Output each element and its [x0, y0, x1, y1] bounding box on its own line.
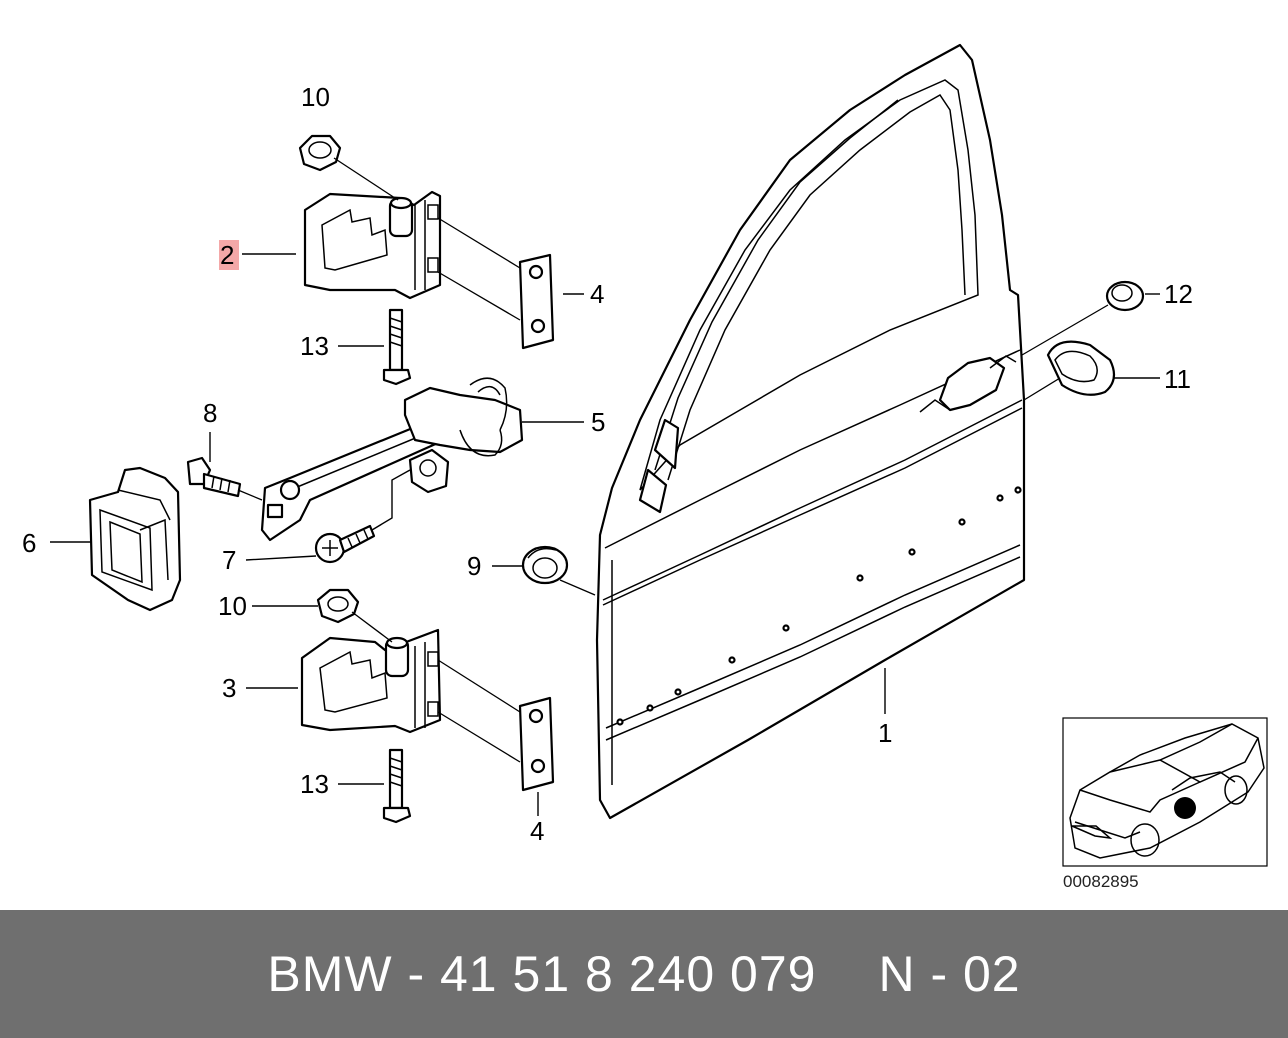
callout-8: 8: [203, 398, 217, 428]
plate-upper: [437, 217, 555, 350]
callout-7: 7: [222, 545, 236, 575]
cover-oval: [1023, 340, 1116, 401]
nut-lower: [316, 588, 393, 643]
location-marker-dot: [1174, 797, 1196, 819]
bolt-7: [314, 469, 411, 564]
footer-bar: BMW - 41 51 8 240 079 N - 02: [0, 910, 1288, 1038]
lower-hinge: [300, 628, 442, 734]
parts-diagram: 2 10 4 13 8 5 6 7 9 10 3 13 4 1 12 11 00…: [22, 43, 1268, 891]
plate-lower: [437, 659, 555, 792]
bolt-8: [186, 456, 263, 501]
callout-3: 3: [222, 673, 236, 703]
callout-12: 12: [1164, 279, 1193, 309]
callout-13-upper: 13: [300, 331, 329, 361]
callout-13-lower: 13: [300, 769, 329, 799]
callout-10-upper: 10: [301, 82, 330, 112]
nut-upper: [298, 134, 399, 201]
plug-small: [1021, 280, 1145, 356]
door-rivets: [616, 486, 1022, 726]
highlight-box: [219, 240, 239, 270]
callout-4-upper: 4: [590, 279, 604, 309]
callout-9: 9: [467, 551, 481, 581]
callout-11: 11: [1164, 364, 1191, 394]
callout-1: 1: [878, 718, 892, 748]
bolt-upper: [382, 308, 412, 386]
bolt-lower: [382, 748, 412, 824]
leader-lines: [50, 253, 1160, 816]
callout-5: 5: [591, 407, 605, 437]
position-code: N - 02: [878, 946, 1021, 1002]
stop-box: [88, 466, 182, 612]
door-shell: [595, 43, 1026, 820]
callout-10-lower: 10: [218, 591, 247, 621]
car-locator-inset: [1062, 717, 1268, 867]
callout-6: 6: [22, 528, 36, 558]
footer-text: BMW - 41 51 8 240 079 N - 02: [267, 945, 1020, 1003]
callout-4-lower: 4: [530, 816, 544, 846]
door-check: [260, 377, 524, 542]
grommet: [521, 545, 596, 596]
part-number: BMW - 41 51 8 240 079: [267, 946, 817, 1002]
callout-2: 2: [220, 240, 234, 270]
reference-number: 00082895: [1063, 872, 1139, 891]
upper-hinge: [303, 190, 442, 300]
